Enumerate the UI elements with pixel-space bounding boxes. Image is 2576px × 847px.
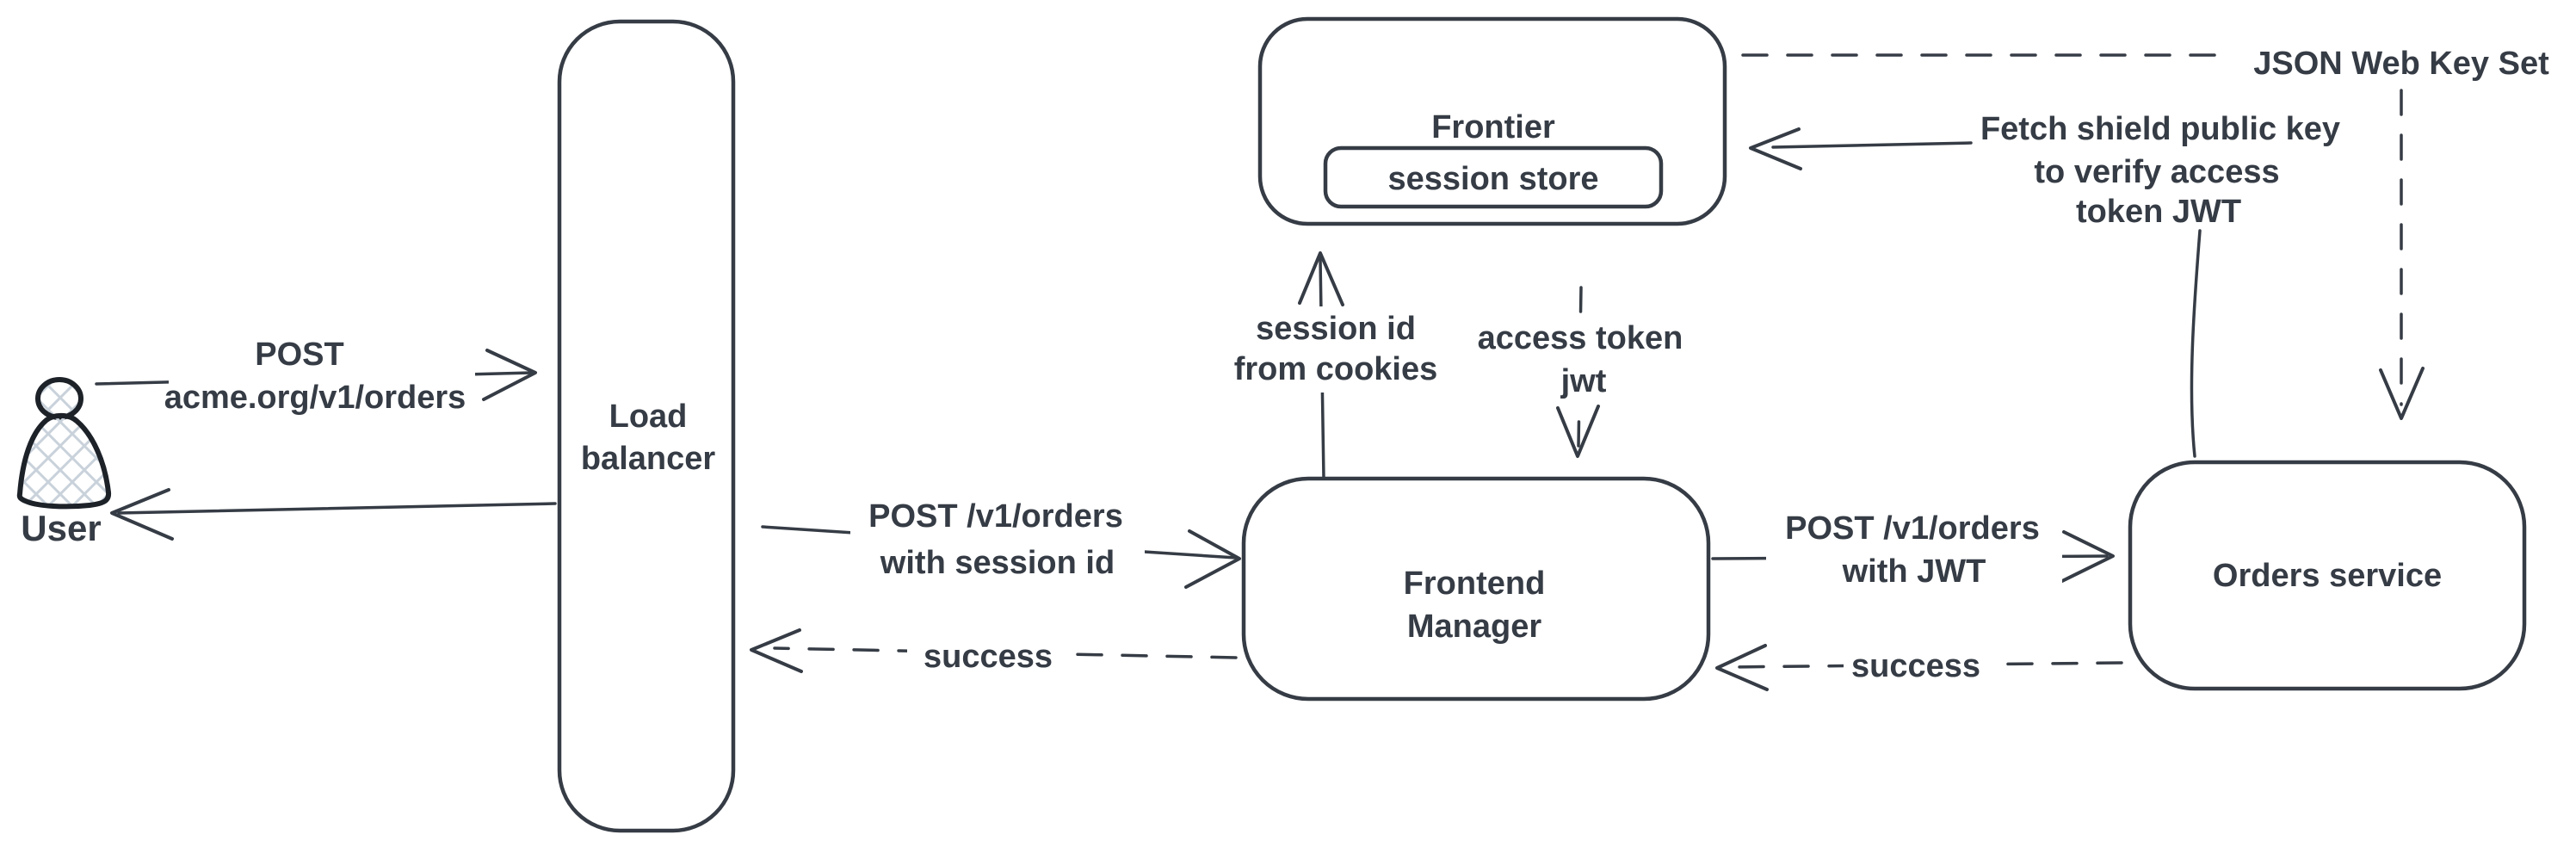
edge-label-post-orders-jwt-line1: POST /v1/orders <box>1785 510 2040 547</box>
frontend-manager-label-line1: Frontend <box>1404 566 1546 602</box>
label-bg <box>1465 318 1699 405</box>
label-bg <box>1239 306 1441 393</box>
frontend-manager-label-line2: Manager <box>1407 609 1541 645</box>
edge-label-post-orders-session-line2: with session id <box>880 545 1115 581</box>
fetch-key-label-line3: token JWT <box>2076 194 2241 230</box>
orders-service-node <box>2128 460 2527 691</box>
fetch-key-label-line1: Fetch shield public key <box>1980 111 2340 147</box>
frontend-manager-node <box>1241 476 1711 702</box>
edge-label-session-id-line1: session id <box>1256 311 1416 347</box>
fetch-key-label-line2: to verify access <box>2034 154 2279 190</box>
user-icon <box>16 377 112 510</box>
load-balancer-node <box>557 19 736 833</box>
edge-label-access-token-line1: access token <box>1478 320 1683 356</box>
label-bg <box>1844 642 1995 690</box>
session-store-node <box>1323 145 1664 209</box>
load-balancer-label-line2: balancer <box>581 441 716 477</box>
edge-label-acme-url: acme.org/v1/orders <box>164 380 466 416</box>
session-store-label: session store <box>1388 161 1599 197</box>
label-bg <box>907 634 1064 683</box>
edge-label-post: POST <box>255 337 343 373</box>
edge-label-post-orders-jwt-line2: with JWT <box>1842 553 1986 590</box>
orders-service-label: Orders service <box>2213 558 2442 594</box>
user-label: User <box>21 508 101 548</box>
edge-label-access-token-line2: jwt <box>1560 363 1607 399</box>
jwks-label: JSON Web Key Set <box>2253 46 2549 82</box>
edge-orders-to-fetch-key <box>2190 229 2202 458</box>
edge-label-session-id-line2: from cookies <box>1234 351 1438 387</box>
edge-label-success-left: success <box>924 639 1053 675</box>
edge-label-success-right: success <box>1851 648 1980 684</box>
edge-fetch-key-to-frontier <box>1749 127 1973 170</box>
label-bg <box>1766 510 2062 592</box>
label-bg <box>169 337 475 427</box>
edge-lb-to-user <box>110 488 557 541</box>
load-balancer-label-line1: Load <box>609 399 688 435</box>
edge-frontier-to-fm <box>1556 286 1600 458</box>
edge-jwks-to-orders <box>2379 89 2425 420</box>
frontier-label: Frontier <box>1431 109 1555 145</box>
edge-label-post-orders-session-line1: POST /v1/orders <box>868 498 1123 535</box>
label-bg <box>850 498 1145 584</box>
